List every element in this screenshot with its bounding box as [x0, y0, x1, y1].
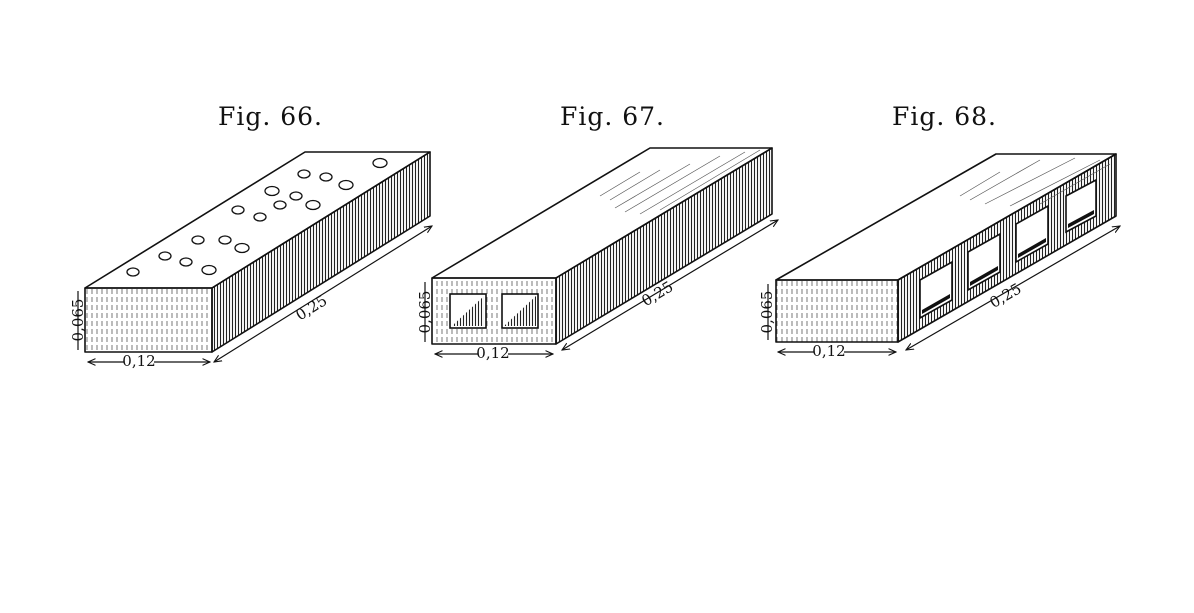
recess [319, 172, 333, 182]
fig-67-width-label: 0,12 [476, 344, 509, 362]
fig-66-width-label: 0,12 [122, 352, 155, 370]
fig-66-title: Fig. 66. [218, 102, 323, 131]
recess [289, 191, 303, 201]
recess [338, 179, 354, 191]
recess [201, 264, 217, 276]
fig-66-height-label: 0,065 [69, 299, 87, 342]
recess [264, 185, 280, 197]
fig-68-brick [775, 153, 1117, 343]
fig-67-top-shading [599, 149, 761, 215]
opening [1065, 178, 1097, 234]
fig-68-top-shading [959, 157, 1111, 207]
fig-68-title: Fig. 68. [892, 102, 997, 131]
fig-66-end-face [84, 287, 213, 353]
recess [191, 235, 205, 245]
fig-68-height-label: 0,065 [758, 291, 776, 334]
recess [305, 199, 321, 211]
recess [179, 257, 193, 267]
recess [218, 235, 232, 245]
recess [297, 169, 311, 179]
fig-68-end-face [775, 279, 899, 343]
fig-66-brick [84, 151, 431, 353]
length-dimension-line [214, 226, 432, 362]
fig-66-recesses [126, 157, 388, 277]
length-dimension-line [562, 220, 778, 350]
fig-68-width-label: 0,12 [812, 342, 845, 360]
length-dimension-line [906, 226, 1120, 350]
recess [234, 242, 250, 254]
recess [231, 205, 245, 215]
recess [126, 267, 140, 277]
fig-67-channels [449, 293, 539, 329]
recess [273, 200, 287, 210]
fig-67-height-label: 0,065 [416, 291, 434, 334]
recess [158, 251, 172, 261]
fig-67-title: Fig. 67. [560, 102, 665, 131]
recess [372, 157, 388, 169]
recess [253, 212, 267, 222]
